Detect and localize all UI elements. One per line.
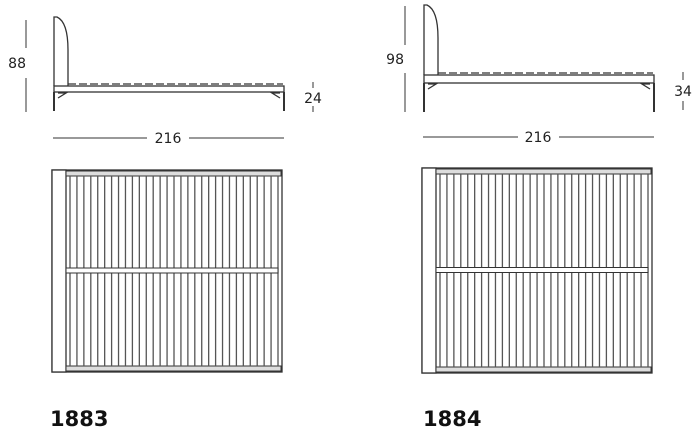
side-rail bbox=[435, 168, 652, 175]
headboard bbox=[423, 4, 439, 75]
leg-bracket bbox=[57, 92, 69, 99]
dimension-lines-1883 bbox=[25, 20, 314, 139]
frame-height-dimension: 34 bbox=[674, 84, 692, 100]
side-view-1884 bbox=[423, 4, 655, 112]
leg-bracket bbox=[269, 92, 281, 99]
headboard bbox=[51, 169, 67, 373]
plan-view-1884 bbox=[421, 167, 653, 374]
plan-view-1883 bbox=[51, 169, 283, 373]
length-dimension: 216 bbox=[525, 130, 552, 146]
headboard bbox=[421, 167, 437, 374]
model-code: 1883 bbox=[50, 407, 108, 431]
model-code: 1884 bbox=[423, 407, 481, 431]
height-dimension: 88 bbox=[8, 56, 26, 72]
frame-height-dimension: 24 bbox=[304, 91, 322, 107]
length-dimension: 216 bbox=[155, 131, 182, 147]
leg-bracket bbox=[639, 83, 651, 90]
center-rail bbox=[435, 267, 649, 273]
frame bbox=[53, 85, 285, 93]
side-rail bbox=[435, 366, 652, 373]
side-rail bbox=[65, 365, 282, 372]
side-rail bbox=[65, 170, 282, 177]
leg-bracket bbox=[427, 83, 439, 90]
side-view-1883 bbox=[53, 16, 285, 111]
center-rail bbox=[65, 267, 279, 274]
frame bbox=[423, 74, 655, 84]
headboard bbox=[53, 16, 69, 86]
dimension-lines-1884 bbox=[404, 6, 684, 138]
height-dimension: 98 bbox=[386, 52, 404, 68]
